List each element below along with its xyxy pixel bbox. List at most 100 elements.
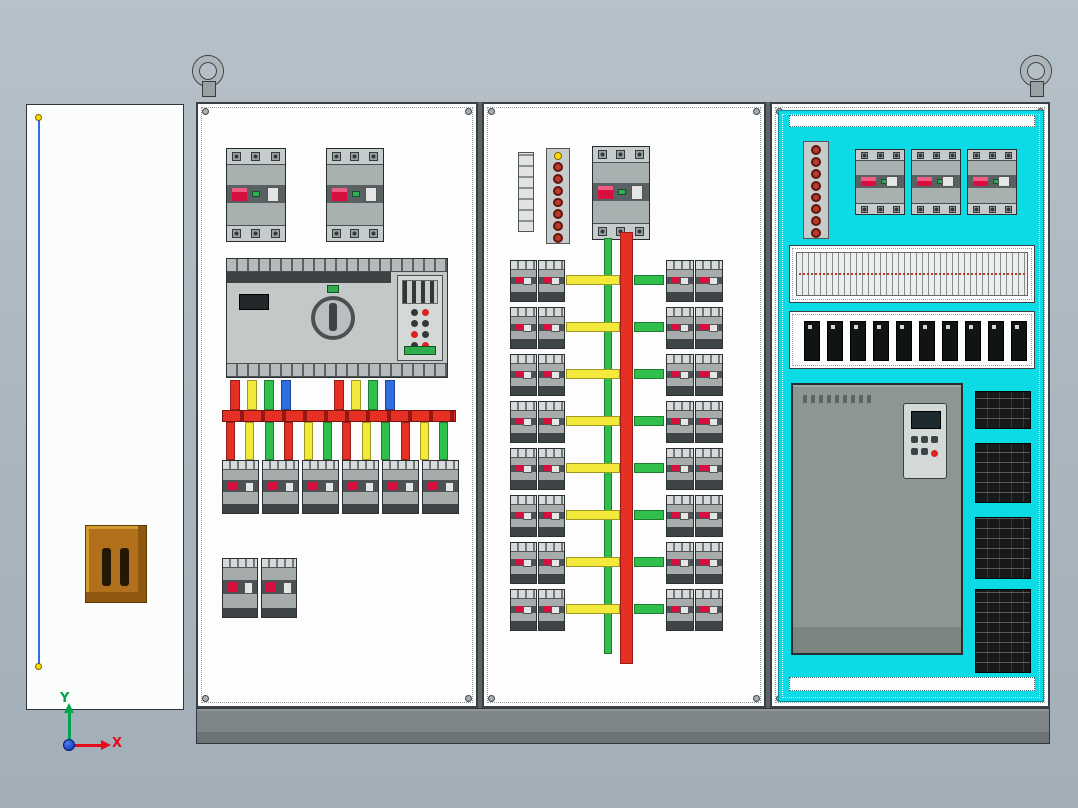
terminal-strip xyxy=(696,543,722,552)
molded-case-breaker xyxy=(855,149,905,215)
terminal-ring xyxy=(553,209,563,220)
din-breaker xyxy=(666,589,694,631)
row-link-left xyxy=(566,416,620,426)
rating-label xyxy=(227,481,237,491)
terminal-ring xyxy=(811,156,821,167)
terminal-ring xyxy=(811,192,821,203)
on-indicator xyxy=(618,189,626,196)
terminal-screw xyxy=(972,205,980,213)
rating-label xyxy=(700,371,710,378)
phase-drop-bar xyxy=(351,380,361,410)
lifting-eye-right xyxy=(1021,56,1051,97)
handle-slot xyxy=(120,548,129,586)
terminal-strip xyxy=(263,504,298,513)
molded-case-breaker xyxy=(326,148,384,242)
keypad-button xyxy=(921,436,928,443)
breaker-handle xyxy=(267,186,279,203)
terminal-strip xyxy=(696,339,722,348)
door-hinge-rod xyxy=(38,119,40,667)
terminal-screw xyxy=(350,152,360,161)
breaker-face xyxy=(511,599,536,621)
breaker-face xyxy=(223,470,258,504)
breaker-face xyxy=(423,470,458,504)
ats-window xyxy=(239,294,269,310)
breaker-face xyxy=(539,317,564,339)
vent-grille xyxy=(803,395,873,403)
terminal-strip xyxy=(696,308,722,317)
terminal-strip xyxy=(511,496,536,505)
row-link-right xyxy=(634,463,664,473)
breaker-face xyxy=(511,317,536,339)
terminal-screw xyxy=(892,205,900,213)
contactor xyxy=(919,321,935,361)
label-band xyxy=(227,272,391,283)
din-breaker xyxy=(538,589,565,631)
terminal-strip xyxy=(667,292,693,301)
terminal-row xyxy=(796,252,1028,296)
riser-bar xyxy=(226,422,235,460)
row-link-right xyxy=(634,369,664,379)
rating-label xyxy=(861,176,876,187)
contactor xyxy=(873,321,889,361)
din-breaker xyxy=(510,354,537,396)
rating-label xyxy=(700,512,710,519)
rating-label xyxy=(543,559,553,566)
terminal-strip xyxy=(263,461,298,470)
riser-bar xyxy=(265,422,274,460)
breaker-face xyxy=(968,161,1016,203)
terminal-screw xyxy=(948,151,956,159)
breaker-face xyxy=(227,165,285,225)
breaker-face xyxy=(303,470,338,504)
cabinet-door xyxy=(26,104,184,710)
terminal-strip xyxy=(696,496,722,505)
riser-bar xyxy=(245,422,254,460)
breaker-face xyxy=(539,364,564,386)
terminal-ring xyxy=(811,145,821,155)
breaker-handle xyxy=(365,186,377,203)
terminal-strip xyxy=(667,449,693,458)
phase-drop-bar xyxy=(264,380,274,410)
terminal-strip xyxy=(511,574,536,583)
terminal-strip xyxy=(667,339,693,348)
keypad-button xyxy=(911,448,918,455)
marker-dot xyxy=(554,152,562,160)
corner-screw xyxy=(488,108,495,115)
breaker-handle xyxy=(886,176,898,188)
terminal-ring xyxy=(553,173,563,184)
terminal-strip xyxy=(667,574,693,583)
din-breaker xyxy=(695,260,723,302)
contactor xyxy=(1011,321,1027,361)
led-indicator xyxy=(411,320,418,327)
terminal-strip xyxy=(327,225,383,241)
breaker-face xyxy=(667,411,693,433)
terminal-screw xyxy=(635,227,645,236)
din-breaker xyxy=(695,354,723,396)
door-handle xyxy=(85,525,147,603)
terminal-strip xyxy=(227,149,285,165)
terminal-strip xyxy=(667,480,693,489)
rating-label xyxy=(515,371,525,378)
breaker-face xyxy=(262,568,296,608)
led-indicator xyxy=(411,342,418,349)
terminal-ring xyxy=(553,185,563,196)
phase-bus-vertical xyxy=(620,232,633,664)
breaker-face xyxy=(263,470,298,504)
rating-label xyxy=(543,418,553,425)
terminal-strip xyxy=(511,402,536,411)
din-breaker xyxy=(666,448,694,490)
keypad-stop-button xyxy=(931,450,938,457)
riser-bar xyxy=(304,422,313,460)
terminal-strip xyxy=(539,527,564,536)
din-breaker xyxy=(261,558,297,618)
terminal-strip xyxy=(539,355,564,364)
terminal-screw xyxy=(251,152,261,161)
terminal-ring xyxy=(553,161,563,172)
din-breaker xyxy=(302,460,339,514)
terminal-strip xyxy=(696,292,722,301)
breaker-handle xyxy=(631,184,643,201)
terminal-strip xyxy=(696,621,722,630)
din-breaker xyxy=(422,460,459,514)
din-breaker xyxy=(695,495,723,537)
phase-drop-bar xyxy=(247,380,257,410)
